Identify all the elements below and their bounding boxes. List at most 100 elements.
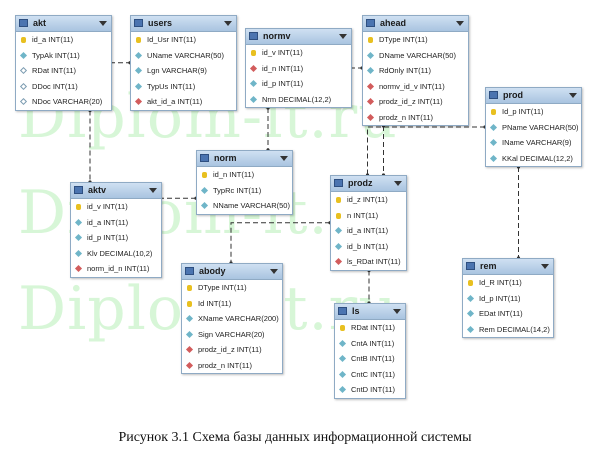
- key-icon: [368, 37, 373, 43]
- column-icon: [366, 66, 375, 75]
- table-header[interactable]: akt: [16, 16, 111, 32]
- column-text: id_v INT(11): [262, 48, 303, 57]
- column-icon: [200, 201, 209, 210]
- column-row: TypUs INT(11): [131, 79, 236, 95]
- column-text: DType INT(11): [198, 283, 247, 292]
- column-row: IName VARCHAR(9): [486, 135, 581, 151]
- column-row: id_z INT(11): [331, 192, 406, 208]
- column-row: Sign VARCHAR(20): [182, 327, 282, 343]
- column-text: NDoc VARCHAR(20): [32, 97, 103, 106]
- column-text: RdOnly INT(11): [379, 66, 431, 75]
- table-header[interactable]: normv: [246, 29, 351, 45]
- relationship-line-prodz-abody: [230, 222, 330, 263]
- column-row: Lgn VARCHAR(9): [131, 63, 236, 79]
- column-icon: [338, 339, 347, 347]
- table-header[interactable]: prodz: [331, 176, 406, 192]
- column-text: IName VARCHAR(9): [502, 138, 572, 147]
- column-icon: [466, 325, 475, 333]
- column-row: prodz_id_z INT(11): [182, 342, 282, 358]
- column-row: ls_RDat INT(11): [331, 254, 406, 270]
- column-text: RDat INT(11): [32, 66, 77, 75]
- column-row: KKal DECIMAL(12,2): [486, 151, 581, 167]
- column-text: id_p INT(11): [262, 79, 304, 88]
- column-row: Klv DECIMAL(10,2): [71, 246, 161, 262]
- column-row: Id_R INT(11): [463, 275, 553, 291]
- column-text: TypUs INT(11): [147, 81, 196, 91]
- column-icon: [466, 294, 475, 302]
- column-icon: [19, 51, 28, 59]
- table-icon: [489, 91, 498, 99]
- column-text: id_a INT(11): [347, 226, 389, 235]
- column-row: n INT(11): [331, 208, 406, 224]
- figure-caption: Рисунок 3.1 Схема базы данных информацио…: [118, 430, 472, 445]
- table-name: normv: [263, 31, 291, 41]
- foreign-key-icon: [185, 361, 194, 369]
- table-header[interactable]: prod: [486, 88, 581, 104]
- table-icon: [334, 179, 343, 187]
- table-akt[interactable]: akt id_a INT(11) TypAk INT(11) RDat INT(11)…: [15, 15, 112, 111]
- nullable-icon: [19, 97, 28, 106]
- column-text: n INT(11): [347, 210, 379, 220]
- chevron-down-icon[interactable]: [280, 156, 288, 161]
- column-text: id_a INT(11): [32, 35, 74, 44]
- table-header[interactable]: ls: [335, 304, 405, 320]
- column-text: XName VARCHAR(200): [198, 314, 279, 323]
- column-text: id_b INT(11): [347, 241, 389, 251]
- table-header[interactable]: aktv: [71, 183, 161, 199]
- chevron-down-icon[interactable]: [339, 34, 347, 39]
- key-icon: [136, 37, 141, 43]
- chevron-down-icon[interactable]: [456, 21, 464, 26]
- column-text: akt_id_a INT(11): [147, 97, 203, 106]
- chevron-down-icon[interactable]: [393, 309, 401, 314]
- column-text: prodz_n INT(11): [379, 112, 434, 122]
- chevron-down-icon[interactable]: [270, 269, 278, 274]
- column-icon: [134, 66, 143, 75]
- foreign-key-icon: [185, 345, 194, 354]
- column-row: TypAk INT(11): [16, 48, 111, 64]
- column-row: Nrm DECIMAL(12,2): [246, 92, 351, 108]
- column-text: UName VARCHAR(50): [147, 50, 224, 60]
- column-row: Id_p INT(11): [486, 104, 581, 120]
- column-text: CntD INT(11): [351, 385, 396, 394]
- column-icon: [338, 385, 347, 394]
- column-icon: [334, 242, 343, 250]
- column-row: id_a INT(11): [71, 215, 161, 231]
- column-row: id_v INT(11): [246, 45, 351, 61]
- foreign-key-icon: [249, 64, 258, 72]
- table-header[interactable]: rem: [463, 259, 553, 275]
- table-header[interactable]: ahead: [363, 16, 468, 32]
- table-header[interactable]: norm: [197, 151, 292, 167]
- column-text: Sign VARCHAR(20): [198, 329, 265, 339]
- column-text: Klv DECIMAL(10,2): [87, 248, 153, 258]
- chevron-down-icon[interactable]: [394, 181, 402, 186]
- chevron-down-icon[interactable]: [569, 93, 577, 98]
- column-row: DType INT(11): [182, 280, 282, 296]
- chevron-down-icon[interactable]: [541, 264, 549, 269]
- chevron-down-icon[interactable]: [149, 188, 157, 193]
- column-text: Id_p INT(11): [479, 293, 521, 303]
- column-text: KKal DECIMAL(12,2): [502, 153, 573, 163]
- table-header[interactable]: abody: [182, 264, 282, 280]
- chevron-down-icon[interactable]: [99, 21, 107, 26]
- column-row: id_v INT(11): [71, 199, 161, 215]
- table-icon: [466, 262, 475, 270]
- table-header[interactable]: users: [131, 16, 236, 32]
- column-row: RdOnly INT(11): [363, 63, 468, 79]
- nullable-icon: [19, 82, 28, 90]
- chevron-down-icon[interactable]: [224, 21, 232, 26]
- column-row: Id_Usr INT(11): [131, 32, 236, 48]
- column-text: DName VARCHAR(50): [379, 50, 456, 60]
- key-icon: [202, 172, 207, 178]
- column-text: CntB INT(11): [351, 354, 395, 363]
